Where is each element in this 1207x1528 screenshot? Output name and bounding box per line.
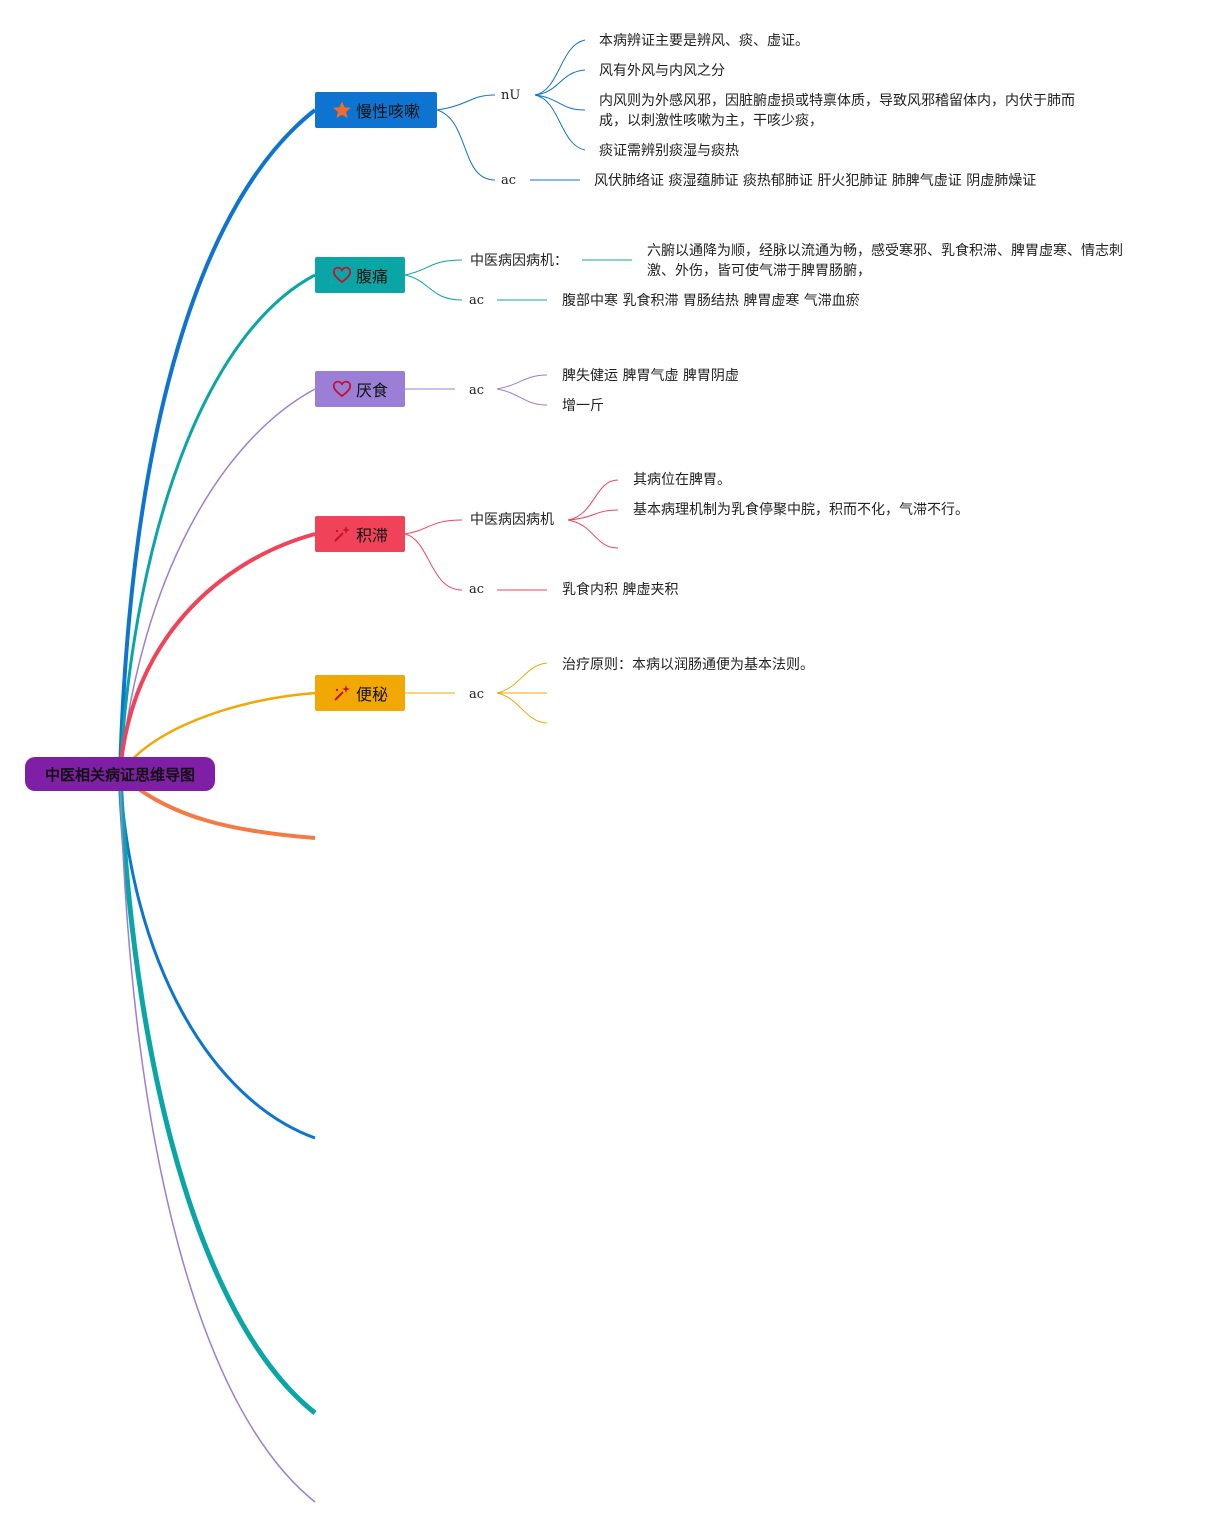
link-t3-item1 bbox=[496, 374, 548, 390]
branch-main-4 bbox=[118, 532, 316, 775]
group-label[interactable]: ac bbox=[469, 293, 485, 308]
link-t4-g2 bbox=[404, 533, 463, 591]
leaf-text[interactable]: 乳食内积 脾虚夹积 bbox=[562, 582, 679, 598]
leaf-text[interactable]: 治疗原则：本病以润肠通便为基本法则。 bbox=[562, 657, 814, 673]
topic-constipation[interactable]: 便秘 bbox=[315, 675, 405, 711]
root-topic[interactable]: 中医相关病证思维导图 bbox=[25, 757, 215, 791]
leaf-text[interactable]: 痰证需辨别痰湿与痰热 bbox=[599, 143, 739, 159]
leaf-text[interactable]: 风有外风与内风之分 bbox=[599, 63, 725, 79]
group-label[interactable]: ac bbox=[469, 383, 485, 398]
branch-main-9 bbox=[119, 773, 316, 1503]
link-nU-2 bbox=[534, 69, 586, 96]
topic-label: 腹痛 bbox=[355, 267, 388, 286]
leaf-text[interactable]: 基本病理机制为乳食停聚中脘，积而不化，气滞不行。 bbox=[633, 502, 969, 518]
root-topic-label: 中医相关病证思维导图 bbox=[44, 765, 195, 784]
topic-anorexia[interactable]: 厌食 bbox=[315, 371, 405, 407]
heart-icon bbox=[332, 266, 352, 284]
leaf-text[interactable]: 其病位在脾胃。 bbox=[633, 472, 731, 488]
link-nU-1 bbox=[534, 39, 586, 96]
link-t2-g1 bbox=[404, 259, 463, 276]
heart-icon bbox=[332, 380, 352, 398]
leaf-text[interactable]: 本病辨证主要是辨风、痰、虚证。 bbox=[599, 33, 809, 49]
leaf-text[interactable]: 脾失健运 脾胃气虚 脾胃阴虚 bbox=[562, 368, 739, 384]
link-nU-3 bbox=[534, 94, 586, 111]
link-t4-item1 bbox=[567, 479, 619, 521]
leaf-text[interactable]: 风伏肺络证 痰湿蕴肺证 痰热郁肺证 肝火犯肺证 肺脾气虚证 阴虚肺燥证 bbox=[594, 173, 1037, 189]
group-label[interactable]: ac bbox=[469, 582, 485, 597]
topic-chronic-cough[interactable]: 慢性咳嗽 bbox=[315, 92, 437, 128]
link-t3-item2 bbox=[496, 388, 548, 406]
link-t2-g2 bbox=[404, 274, 463, 301]
leaf-text[interactable]: 内风则为外感风邪，因脏腑虚损或特禀体质，导致风邪稽留体内，内伏于肺而成，以刺激性… bbox=[599, 93, 1075, 129]
branch-main-8 bbox=[117, 773, 317, 1415]
link-t1-nU bbox=[436, 94, 496, 111]
link-nU-4 bbox=[534, 94, 586, 151]
sparkle-wand-icon bbox=[334, 685, 350, 701]
group-label[interactable]: ac bbox=[501, 173, 517, 188]
link-t4-item2 bbox=[567, 509, 619, 521]
leaf-text[interactable]: 腹部中寒 乳食积滞 胃肠结热 脾胃虚寒 气滞血瘀 bbox=[562, 293, 860, 309]
branch-main-1 bbox=[118, 108, 317, 775]
group-label[interactable]: nU bbox=[501, 88, 521, 103]
leaf-text[interactable]: 六腑以通降为顺，经脉以流通为畅，感受寒邪、乳食积滞、脾胃虚寒、情志刺激、外伤，皆… bbox=[647, 243, 1123, 279]
link-t5-item1 bbox=[496, 662, 548, 694]
link-t4-item3 bbox=[567, 519, 619, 549]
leaf-text[interactable]: 增一斤 bbox=[562, 398, 604, 414]
star-icon bbox=[333, 101, 351, 118]
link-t4-g1 bbox=[404, 519, 463, 535]
sparkle-wand-icon bbox=[334, 526, 350, 542]
topic-label: 积滞 bbox=[355, 526, 388, 545]
topic-label: 慢性咳嗽 bbox=[355, 102, 420, 121]
branch-main-2 bbox=[118, 273, 316, 775]
link-t5-item3 bbox=[496, 692, 548, 724]
topic-abdominal-pain[interactable]: 腹痛 bbox=[315, 257, 405, 293]
group-label[interactable]: 中医病因病机： bbox=[470, 253, 568, 269]
topic-label: 厌食 bbox=[355, 381, 388, 400]
branch-main-3 bbox=[119, 388, 316, 775]
group-label[interactable]: ac bbox=[469, 687, 485, 702]
topic-label: 便秘 bbox=[355, 685, 388, 704]
link-t1-ac bbox=[436, 109, 496, 181]
topic-food-stagnation[interactable]: 积滞 bbox=[315, 516, 405, 552]
group-label[interactable]: 中医病因病机 bbox=[470, 512, 554, 528]
branch-main-7 bbox=[118, 773, 316, 1140]
